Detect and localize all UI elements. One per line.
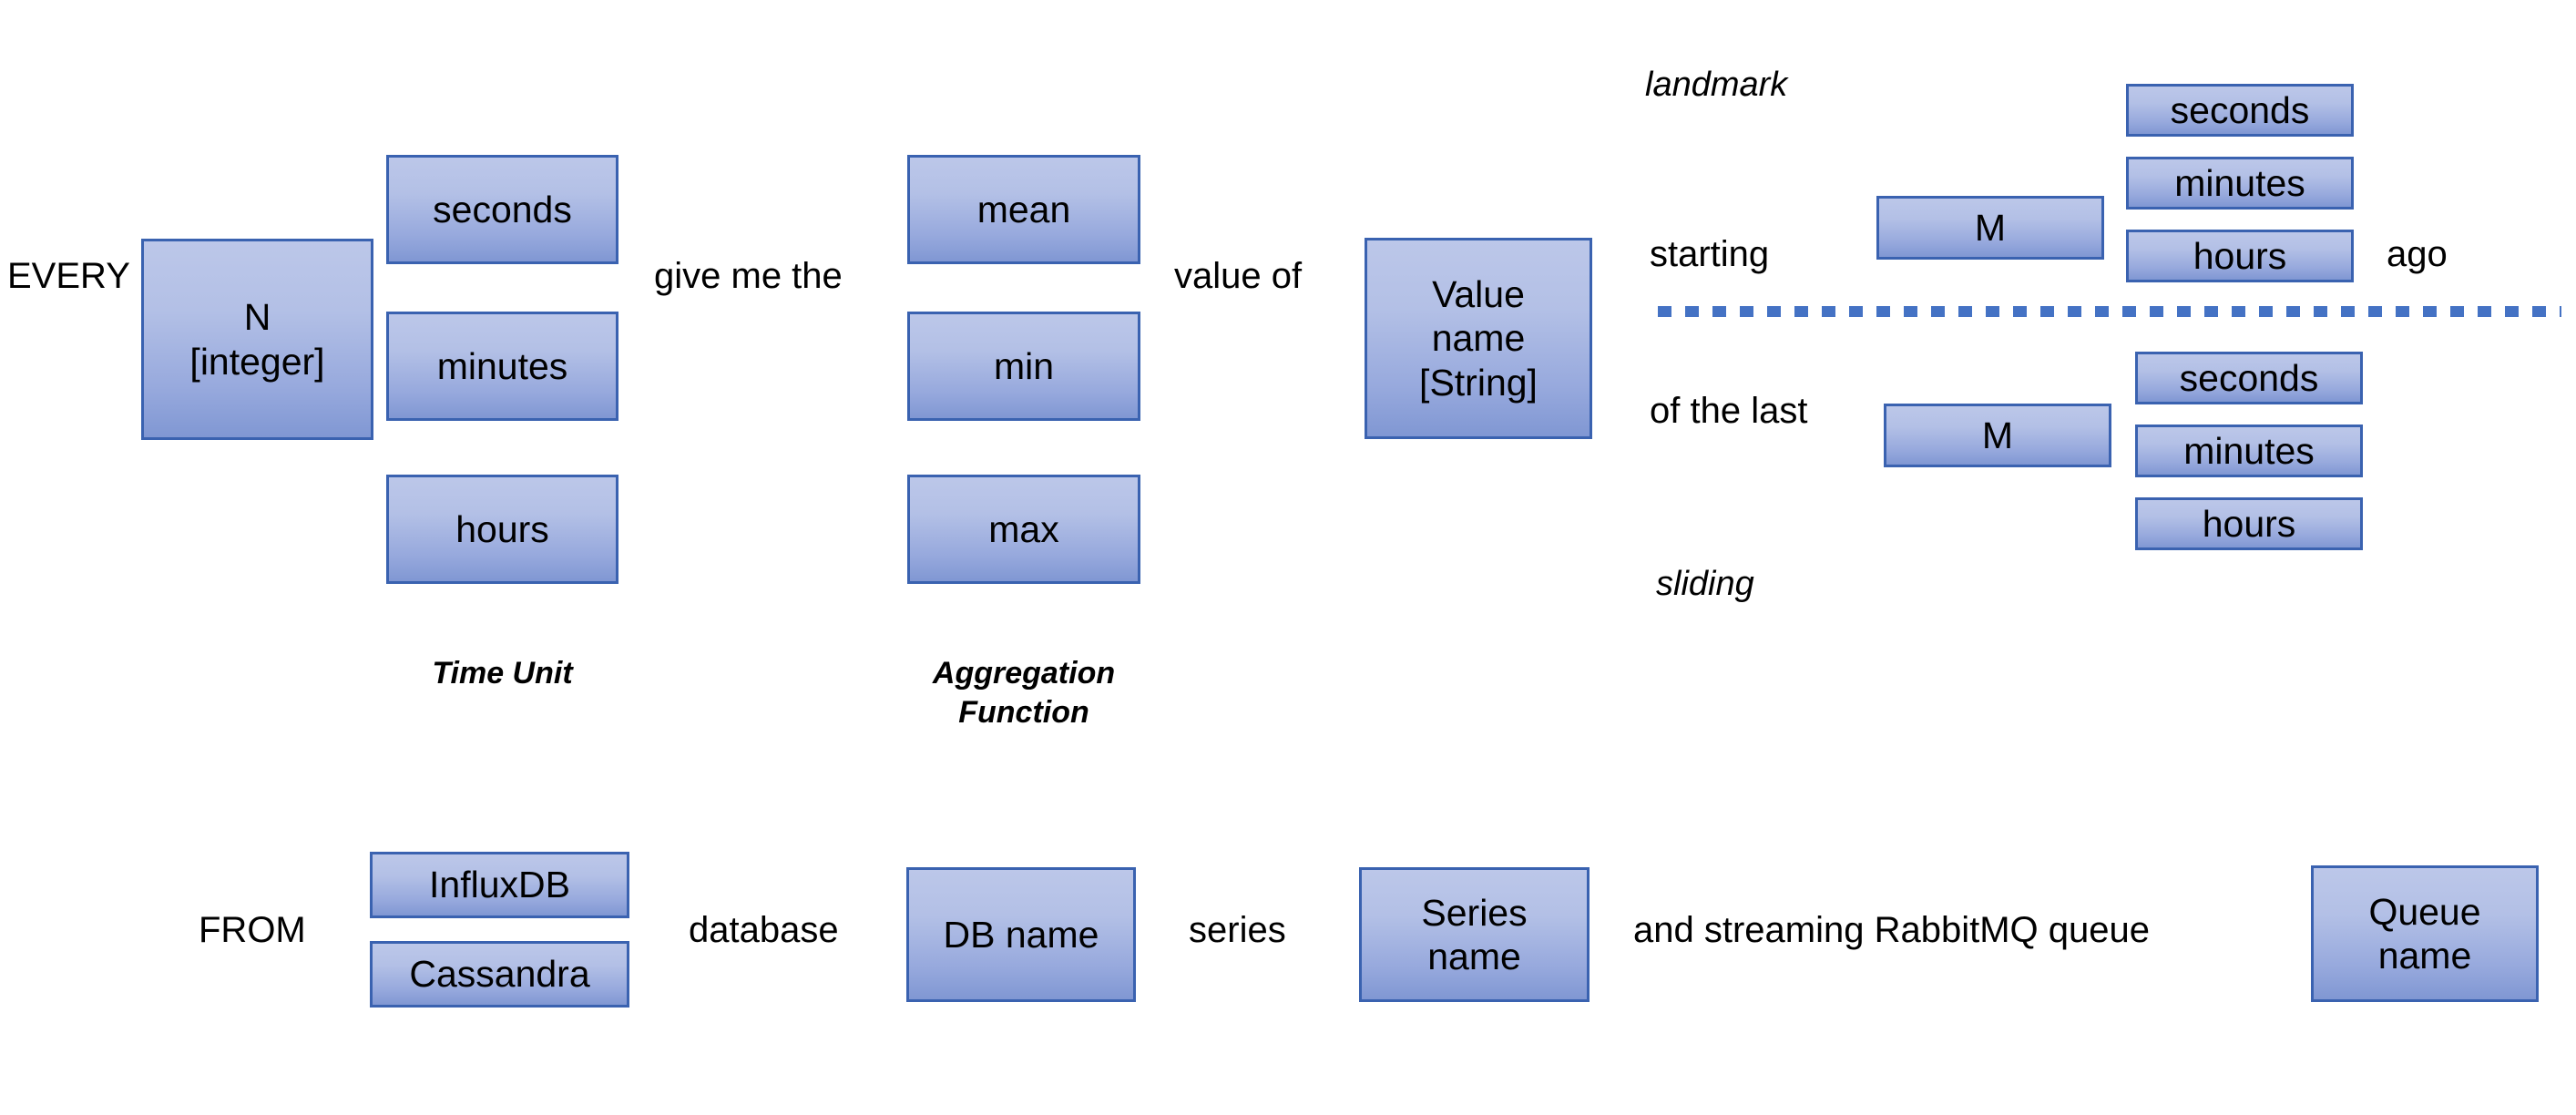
label-series-text: series [1189, 909, 1286, 950]
annotation-landmark: landmark [1645, 66, 1788, 104]
label-every-text: EVERY [7, 255, 130, 296]
sliding-multiplier-box[interactable]: M [1884, 404, 2111, 467]
landmark-unit-option-minutes[interactable]: minutes [2126, 157, 2354, 210]
caption-aggregation-function: Aggregation Function [932, 656, 1116, 730]
series-name-box[interactable]: Series name [1359, 867, 1590, 1002]
sliding-unit-option-hours[interactable]: hours [2135, 497, 2363, 550]
label-ago: ago [2387, 226, 2496, 282]
caption-time-unit: Time Unit [432, 656, 573, 690]
label-of-the-last: of the last [1650, 383, 1868, 439]
sliding-unit-option-minutes[interactable]: minutes [2135, 425, 2363, 477]
landmark-unit-option-seconds[interactable]: seconds [2126, 84, 2354, 137]
aggregation-option-min[interactable]: min [907, 312, 1140, 421]
label-give-me-the: give me the [654, 248, 909, 304]
label-of-the-last-text: of the last [1650, 390, 1808, 431]
aggregation-option-mean[interactable]: mean [907, 155, 1140, 264]
label-value-of: value of [1174, 248, 1356, 304]
label-starting: starting [1650, 226, 1823, 282]
label-starting-text: starting [1650, 233, 1770, 274]
label-from: FROM [199, 902, 344, 958]
landmark-multiplier-box[interactable]: M [1876, 196, 2104, 260]
label-from-text: FROM [199, 909, 306, 950]
label-and-streaming-queue-text: and streaming RabbitMQ queue [1633, 909, 2150, 950]
label-ago-text: ago [2387, 233, 2448, 274]
label-and-streaming-queue: and streaming RabbitMQ queue [1633, 902, 2289, 958]
sliding-unit-option-seconds[interactable]: seconds [2135, 352, 2363, 404]
db-name-box[interactable]: DB name [906, 867, 1136, 1002]
database-option-cassandra[interactable]: Cassandra [370, 941, 629, 1008]
label-value-of-text: value of [1174, 255, 1303, 296]
label-series: series [1189, 902, 1334, 958]
aggregation-option-max[interactable]: max [907, 475, 1140, 584]
time-unit-option-seconds[interactable]: seconds [386, 155, 618, 264]
value-name-box[interactable]: Value name [String] [1365, 238, 1592, 439]
queue-name-box[interactable]: Queue name [2311, 865, 2539, 1002]
label-every: EVERY [7, 248, 137, 304]
annotation-sliding: sliding [1656, 565, 1754, 603]
label-database-text: database [689, 909, 839, 950]
time-unit-option-hours[interactable]: hours [386, 475, 618, 584]
window-mode-divider [1658, 306, 2561, 317]
interval-n-box[interactable]: N [integer] [141, 239, 373, 440]
landmark-unit-option-hours[interactable]: hours [2126, 230, 2354, 282]
label-database: database [689, 902, 889, 958]
label-give-me-the-text: give me the [654, 255, 843, 296]
time-unit-option-minutes[interactable]: minutes [386, 312, 618, 421]
database-option-influxdb[interactable]: InfluxDB [370, 852, 629, 918]
